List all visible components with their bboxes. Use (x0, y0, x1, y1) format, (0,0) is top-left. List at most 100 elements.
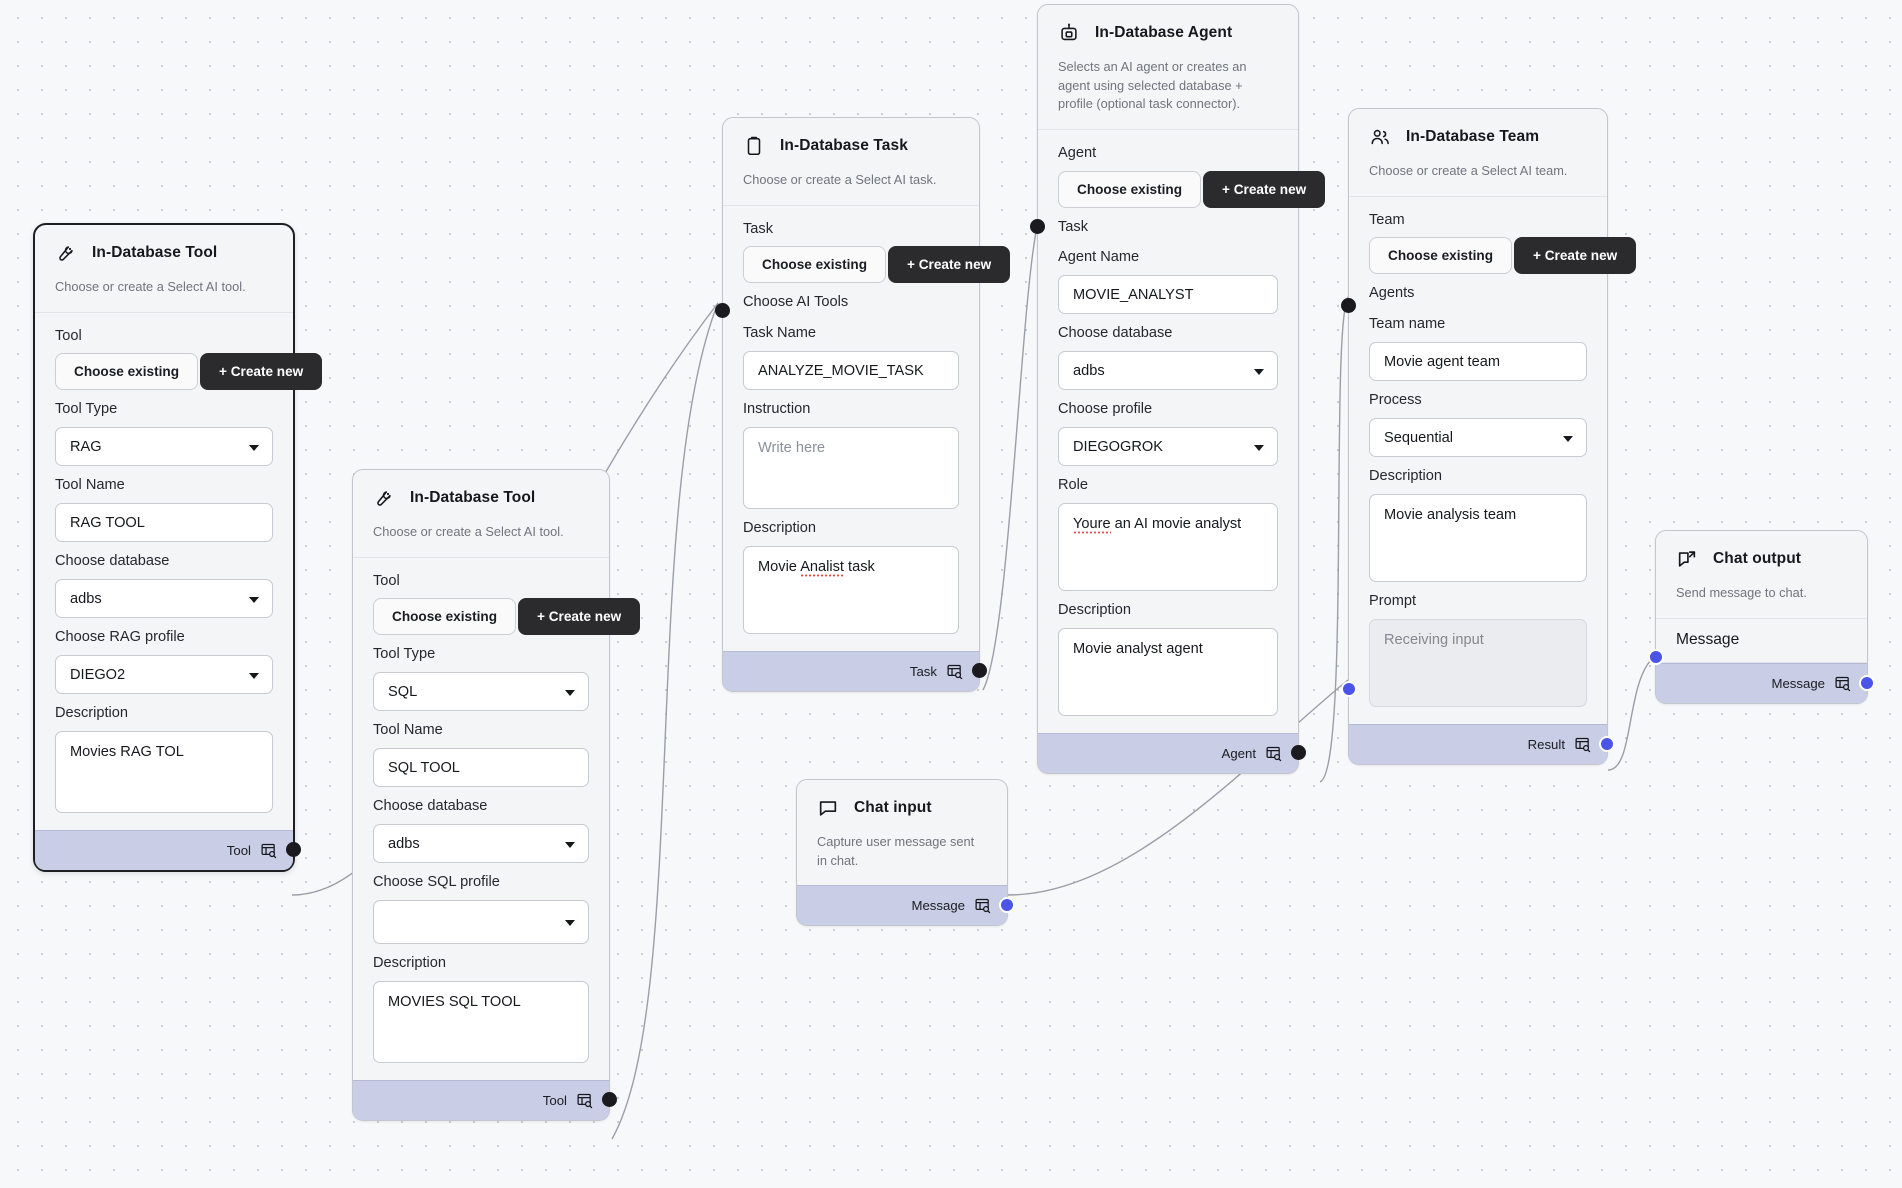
node-in-database-agent[interactable]: In-Database Agent Selects an AI agent or… (1030, 4, 1326, 774)
label-choose-ai-tools: Choose AI Tools (743, 294, 849, 311)
description-textarea[interactable]: Movie analyst agent (1058, 627, 1278, 716)
label-prompt: Prompt (1369, 593, 1417, 609)
input-port-message[interactable] (1648, 649, 1664, 665)
node-title: In-Database Tool (410, 489, 536, 506)
node-footer: Tool (35, 829, 293, 870)
chevron-down-icon (1254, 368, 1264, 375)
clipboard-icon (743, 135, 765, 157)
choose-existing-button[interactable]: Choose existing (55, 353, 198, 391)
chevron-down-icon (1563, 435, 1573, 442)
description-textarea[interactable]: Movies RAG TOL (55, 730, 273, 813)
output-port-agent[interactable] (1291, 744, 1306, 760)
label-choose-rag-profile: Choose RAG profile (55, 629, 185, 646)
table-search-icon[interactable] (576, 1092, 593, 1109)
agent-name-input[interactable]: MOVIE_ANALYST (1058, 275, 1278, 315)
input-port-choose-ai-tools[interactable] (715, 303, 730, 318)
node-header: In-Database Task (723, 118, 979, 157)
create-new-button[interactable]: + Create new (200, 353, 323, 391)
role-textarea[interactable]: Youre an AI movie analyst (1058, 502, 1278, 591)
tool-name-value: SQL TOOL (388, 759, 460, 776)
description-value: Movie Analist task (758, 559, 875, 577)
choose-existing-button[interactable]: Choose existing (1058, 170, 1201, 208)
message-section-label: Message (1656, 619, 1867, 663)
label-task-port: Task (1058, 218, 1089, 235)
tool-name-input[interactable]: SQL TOOL (373, 748, 589, 788)
choose-existing-button[interactable]: Choose existing (373, 598, 516, 636)
output-port-message[interactable] (1859, 674, 1875, 691)
node-in-database-tool-sql[interactable]: In-Database Tool Choose or create a Sele… (352, 469, 641, 1121)
node-in-database-task[interactable]: In-Database Task Choose or create a Sele… (715, 117, 1011, 692)
output-port-tool[interactable] (602, 1091, 617, 1107)
edge-task-to-agent (982, 221, 1039, 691)
output-port-result[interactable] (1599, 735, 1615, 752)
tool-type-select[interactable]: RAG (55, 427, 273, 467)
instruction-textarea[interactable]: Write here (743, 427, 959, 510)
node-in-database-team[interactable]: In-Database Team Choose or create a Sele… (1341, 108, 1637, 765)
node-subtitle: Send message to chat. (1656, 570, 1867, 619)
input-port-task[interactable] (1030, 219, 1045, 234)
output-port-tool[interactable] (286, 841, 301, 857)
section-label-agent: Agent (1058, 144, 1097, 161)
team-mode-buttons: Choose existing + Create new (1369, 237, 1637, 275)
misspelled-word: Youre (1073, 515, 1111, 534)
description-textarea[interactable]: Movie analysis team (1369, 494, 1587, 582)
create-new-button[interactable]: + Create new (1514, 237, 1637, 275)
tool-type-value: RAG (70, 438, 102, 455)
description-textarea[interactable]: MOVIES SQL TOOL (373, 980, 589, 1063)
table-search-icon[interactable] (1265, 745, 1282, 762)
prompt-textarea: Receiving input (1369, 618, 1587, 707)
chevron-down-icon (249, 444, 259, 451)
node-header: In-Database Tool (35, 225, 293, 264)
table-search-icon[interactable] (974, 897, 991, 914)
role-value: Youre an AI movie analyst (1073, 515, 1242, 534)
misspelled-word: Analist (800, 559, 844, 577)
choose-database-select[interactable]: adbs (1058, 351, 1278, 391)
tool-type-select[interactable]: SQL (373, 672, 589, 712)
input-port-agents[interactable] (1341, 298, 1356, 313)
node-in-database-tool-rag[interactable]: In-Database Tool Choose or create a Sele… (33, 223, 323, 872)
choose-existing-button[interactable]: Choose existing (743, 246, 886, 284)
create-new-button[interactable]: + Create new (888, 246, 1011, 284)
choose-rag-profile-select[interactable]: DIEGO2 (55, 655, 273, 694)
choose-sql-profile-select[interactable] (373, 900, 589, 944)
team-name-input[interactable]: Movie agent team (1369, 342, 1587, 382)
tool-name-input[interactable]: RAG TOOL (55, 503, 273, 543)
edge-agent-to-team (1319, 296, 1349, 783)
create-new-button[interactable]: + Create new (518, 598, 641, 636)
input-port-prompt[interactable] (1341, 681, 1357, 697)
table-search-icon[interactable] (260, 842, 277, 859)
label-choose-database: Choose database (55, 553, 170, 570)
section-label-tool: Tool (55, 327, 82, 344)
node-body: Tool Choose existing + Create new Tool T… (35, 313, 323, 830)
node-footer: Task (723, 651, 979, 691)
node-body: Task Choose existing + Create new Choose… (723, 206, 1011, 651)
process-select[interactable]: Sequential (1369, 418, 1587, 458)
node-title: Chat output (1713, 550, 1802, 567)
choose-database-select[interactable]: adbs (55, 579, 273, 619)
create-new-button[interactable]: + Create new (1203, 170, 1326, 208)
description-value: Movie analysis team (1384, 507, 1517, 523)
table-search-icon[interactable] (1834, 675, 1851, 692)
label-description: Description (1369, 468, 1442, 485)
task-name-input[interactable]: ANALYZE_MOVIE_TASK (743, 351, 959, 391)
table-search-icon[interactable] (946, 663, 963, 680)
output-port-task[interactable] (972, 663, 987, 678)
choose-existing-button[interactable]: Choose existing (1369, 237, 1512, 275)
table-search-icon[interactable] (1574, 736, 1591, 753)
choose-profile-select[interactable]: DIEGOGROK (1058, 427, 1278, 467)
label-choose-database: Choose database (373, 798, 488, 815)
footer-label: Tool (542, 1092, 567, 1108)
choose-database-value: adbs (70, 590, 102, 607)
label-choose-sql-profile: Choose SQL profile (373, 874, 500, 891)
task-name-value: ANALYZE_MOVIE_TASK (758, 362, 924, 379)
description-textarea[interactable]: Movie Analist task (743, 546, 959, 634)
node-header: Chat output (1656, 531, 1867, 570)
node-chat-output[interactable]: Chat output Send message to chat. Messag… (1648, 530, 1875, 704)
edge-sql-tool-to-task (611, 302, 719, 1140)
label-agents-port: Agents (1369, 285, 1415, 302)
node-header: Chat input (797, 780, 1007, 819)
choose-database-select[interactable]: adbs (373, 824, 589, 864)
output-port-message[interactable] (999, 897, 1015, 914)
node-chat-input[interactable]: Chat input Capture user message sent in … (796, 779, 1015, 927)
